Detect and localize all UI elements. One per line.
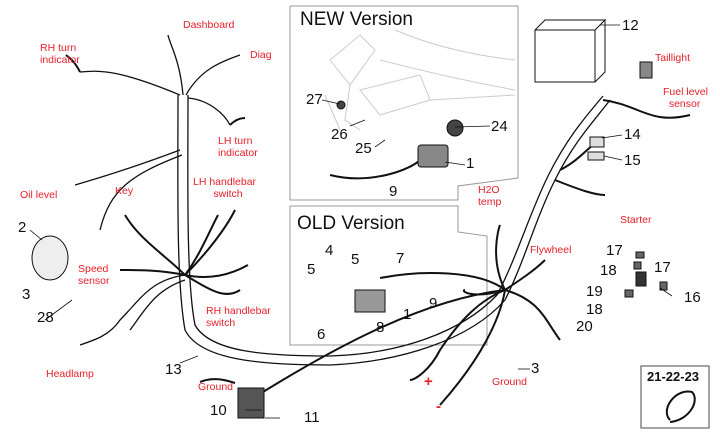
part-number-4: 4 bbox=[325, 242, 334, 259]
label-minus: - bbox=[436, 398, 441, 415]
battery-12 bbox=[534, 29, 596, 83]
part-number-17b: 17 bbox=[654, 259, 671, 276]
connector-19 bbox=[635, 271, 647, 287]
part-number-1-new: 1 bbox=[466, 155, 475, 172]
relay-14 bbox=[589, 136, 605, 148]
leader-lines bbox=[29, 24, 673, 419]
part-number-3-left: 3 bbox=[22, 286, 31, 303]
part-number-16: 16 bbox=[684, 289, 701, 306]
part-number-25: 25 bbox=[355, 140, 372, 157]
label-dashboard: Dashboard bbox=[183, 19, 235, 31]
part-number-12: 12 bbox=[622, 17, 639, 34]
part-number-10: 10 bbox=[210, 402, 227, 419]
part-number-27: 27 bbox=[306, 91, 323, 108]
part-number-9-old: 9 bbox=[429, 295, 438, 312]
horn-2 bbox=[31, 235, 69, 281]
black-wires bbox=[65, 54, 691, 406]
part-number-5a: 5 bbox=[307, 261, 316, 278]
label-oil-level: Oil level bbox=[20, 189, 58, 201]
part-number-2: 2 bbox=[18, 219, 27, 236]
new-version-title: NEW Version bbox=[300, 9, 413, 30]
label-fuel-level-sensor: Fuel level sensor bbox=[663, 86, 708, 110]
connector-taillight bbox=[639, 61, 653, 79]
nut-27 bbox=[336, 100, 346, 110]
part-number-7: 7 bbox=[396, 250, 405, 267]
label-key: Key bbox=[115, 185, 134, 197]
label-ground-right: Ground bbox=[492, 376, 528, 388]
label-rh-handlebar-switch: RH handlebar switch bbox=[206, 305, 271, 329]
connector-18a bbox=[633, 261, 642, 270]
label-h2o-temp: H2O temp bbox=[478, 184, 502, 208]
old-version-frame bbox=[289, 205, 488, 346]
label-ground-left: Ground bbox=[198, 381, 234, 393]
label-speed-sensor: Speed sensor bbox=[78, 263, 110, 287]
old-version-title: OLD Version bbox=[297, 213, 405, 234]
label-taillight: Taillight bbox=[655, 52, 691, 64]
main-harness bbox=[74, 34, 611, 366]
clamp-21-22-23 bbox=[665, 390, 696, 423]
connector-18b bbox=[624, 289, 634, 298]
part-number-9-new: 9 bbox=[389, 183, 398, 200]
part-number-26: 26 bbox=[331, 126, 348, 143]
relay-15 bbox=[587, 151, 605, 161]
part-number-17a: 17 bbox=[606, 242, 623, 259]
label-starter: Starter bbox=[620, 214, 652, 226]
sensor-24 bbox=[446, 119, 464, 137]
label-plus: + bbox=[424, 373, 433, 390]
part-number-3-right: 3 bbox=[531, 360, 540, 377]
part-number-28: 28 bbox=[37, 309, 54, 326]
part-number-24: 24 bbox=[491, 118, 508, 135]
coil-new-1 bbox=[417, 144, 449, 168]
part-number-1-old: 1 bbox=[403, 306, 412, 323]
coil-old-1 bbox=[354, 289, 386, 313]
part-number-8: 8 bbox=[376, 319, 385, 336]
clamp-box-frame bbox=[640, 365, 710, 429]
label-rh-turn-indicator: RH turn indicator bbox=[40, 42, 80, 66]
part-number-13: 13 bbox=[165, 361, 182, 378]
vehicle-frame-sketch bbox=[324, 29, 516, 131]
label-headlamp: Headlamp bbox=[46, 368, 94, 380]
part-number-18a: 18 bbox=[600, 262, 617, 279]
part-number-11: 11 bbox=[304, 409, 320, 426]
label-flywheel: Flywheel bbox=[530, 244, 572, 256]
label-lh-handlebar-switch: LH handlebar switch bbox=[193, 176, 257, 200]
label-diag: Diag bbox=[250, 49, 272, 61]
part-number-14: 14 bbox=[624, 126, 641, 143]
label-lh-turn-indicator: LH turn indicator bbox=[218, 135, 258, 159]
new-version-frame bbox=[289, 5, 519, 201]
part-number-18b: 18 bbox=[586, 301, 603, 318]
part-number-6: 6 bbox=[317, 326, 326, 343]
connector-17a bbox=[635, 251, 645, 259]
part-number-20: 20 bbox=[576, 318, 593, 335]
part-number-19: 19 bbox=[586, 283, 603, 300]
part-number-15: 15 bbox=[624, 152, 641, 169]
part-number-5b: 5 bbox=[351, 251, 360, 268]
regulator-10 bbox=[237, 387, 265, 419]
clamp-box-caption: 21-22-23 bbox=[647, 369, 700, 384]
